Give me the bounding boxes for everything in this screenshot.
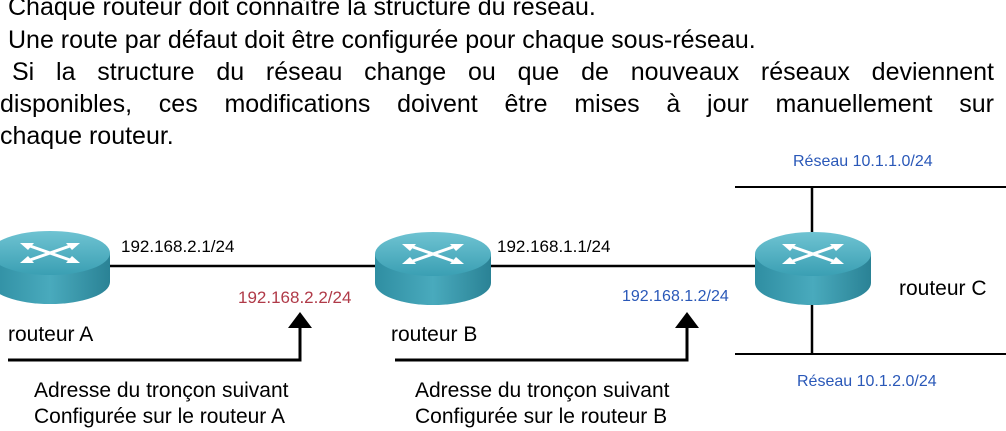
network-bottom-label: Réseau 10.1.2.0/24 — [797, 373, 937, 390]
router-a-label: routeur A — [8, 323, 94, 346]
address-router-a: 192.168.2.1/24 — [121, 237, 235, 256]
text-line-5: chaque routeur. — [0, 122, 174, 150]
router-b-icon — [375, 232, 491, 305]
router-b-label: routeur B — [391, 323, 478, 346]
text-line-1: Chaque routeur doit connaître la structu… — [8, 0, 596, 21]
router-c-icon — [755, 232, 871, 305]
network-top-label: Réseau 10.1.1.0/24 — [793, 153, 933, 170]
router-a-icon — [0, 231, 110, 304]
note-b-line-2: Configurée sur le routeur B — [415, 405, 668, 428]
note-a-line-2: Configurée sur le routeur A — [34, 405, 285, 428]
arrow-next-hop-b — [395, 312, 699, 362]
address-router-b-right: 192.168.1.1/24 — [497, 237, 611, 256]
address-router-b-left: 192.168.2.2/24 — [238, 288, 352, 307]
arrow-next-hop-a — [8, 312, 312, 362]
text-line-3: Si la structure du réseau change ou que … — [12, 58, 994, 86]
text-line-2: Une route par défaut doit être configuré… — [8, 26, 756, 54]
note-a-line-1: Adresse du tronçon suivant — [34, 379, 289, 402]
text-line-4: disponibles, ces modifications doivent ê… — [0, 90, 994, 118]
address-router-c-left: 192.168.1.2/24 — [622, 288, 729, 305]
note-b-line-1: Adresse du tronçon suivant — [415, 379, 670, 402]
router-c-label: routeur C — [899, 277, 987, 300]
